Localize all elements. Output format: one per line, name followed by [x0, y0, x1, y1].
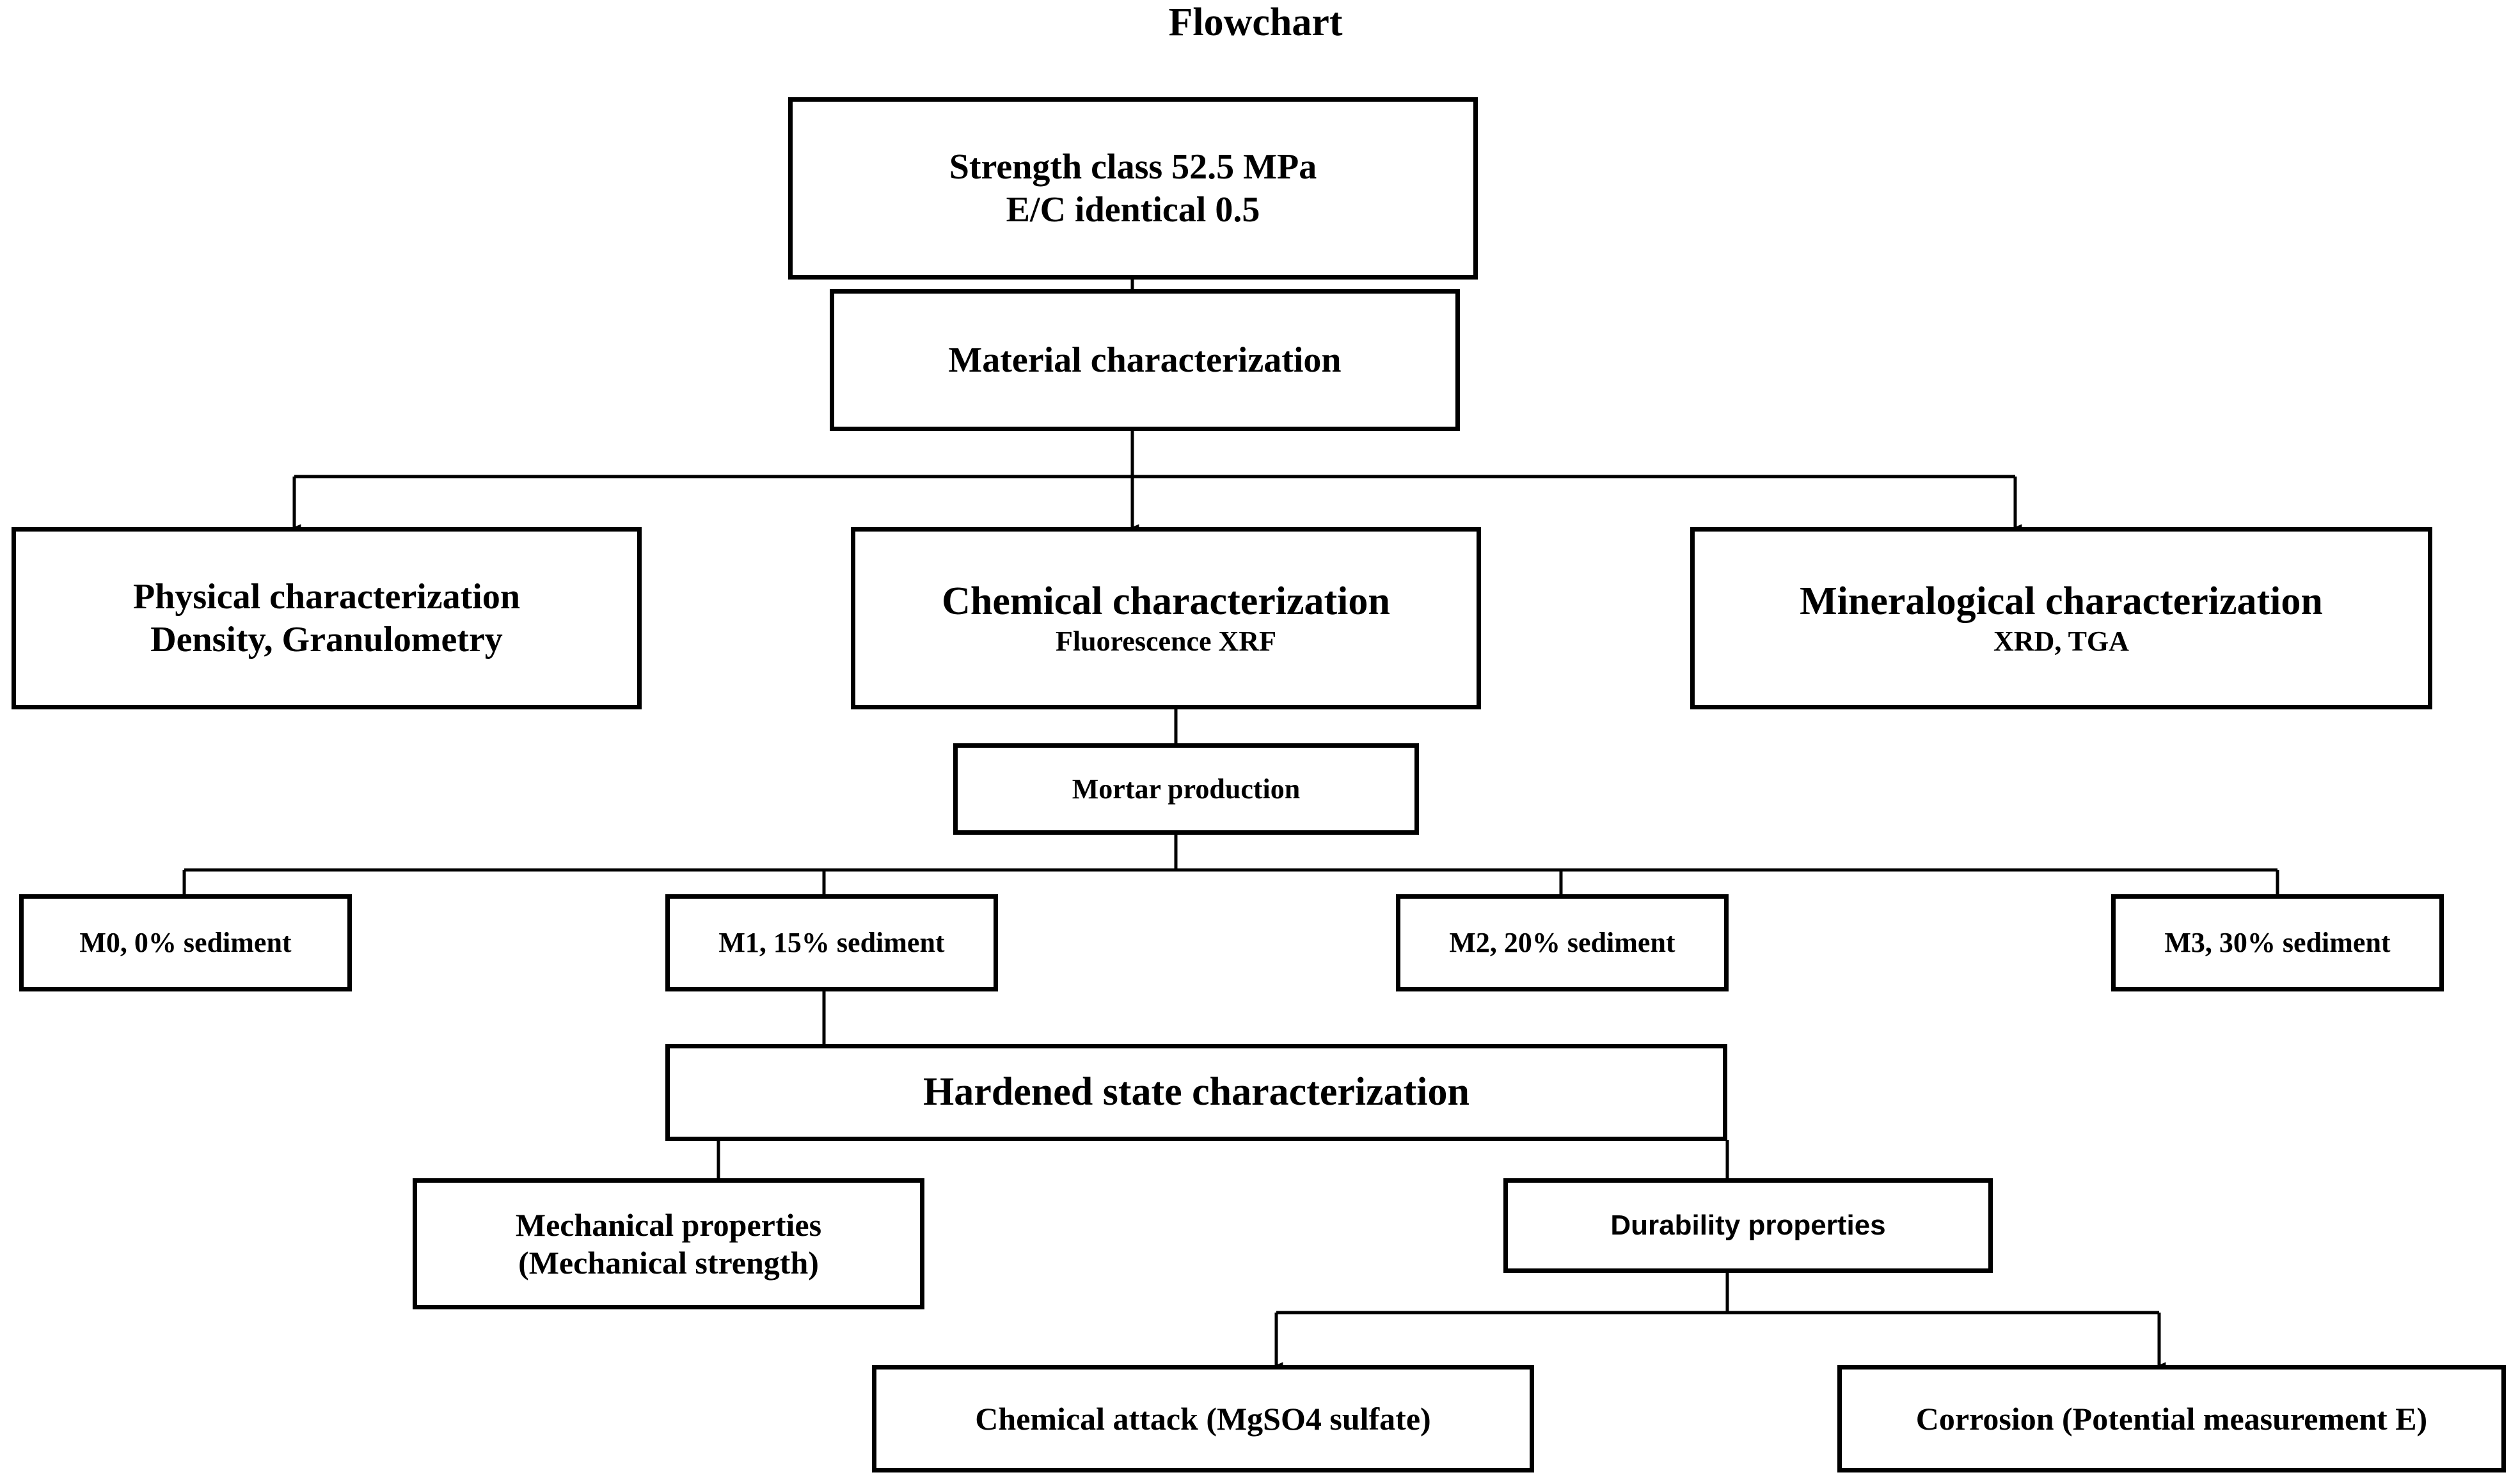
node-m2-line1: M2, 20% sediment — [1449, 927, 1675, 959]
node-chemical-characterization-line2: Fluorescence XRF — [1056, 626, 1276, 658]
node-mineralogical-characterization-line1: Mineralogical characterization — [1800, 579, 2323, 623]
node-hardened-state-characterization[interactable]: Hardened state characterization — [665, 1044, 1727, 1141]
node-m2[interactable]: M2, 20% sediment — [1396, 894, 1729, 991]
node-mineralogical-characterization-line2: XRD, TGA — [1993, 626, 2129, 658]
node-m1[interactable]: M1, 15% sediment — [665, 894, 998, 991]
node-corrosion[interactable]: Corrosion (Potential measurement E) — [1837, 1365, 2506, 1472]
node-corrosion-line1: Corrosion (Potential measurement E) — [1915, 1400, 2428, 1437]
node-strength-class-line2: E/C identical 0.5 — [1006, 189, 1260, 230]
node-mechanical-properties-line2: (Mechanical strength) — [518, 1244, 819, 1281]
node-physical-characterization-line1: Physical characterization — [133, 577, 520, 617]
node-m3-line1: M3, 30% sediment — [2164, 927, 2391, 959]
node-physical-characterization-line2: Density, Granulometry — [150, 619, 503, 659]
page-title: Flowchart — [1168, 1, 1343, 44]
node-mortar-production[interactable]: Mortar production — [953, 743, 1419, 835]
node-chemical-attack[interactable]: Chemical attack (MgSO4 sulfate) — [872, 1365, 1534, 1472]
node-strength-class[interactable]: Strength class 52.5 MPa E/C identical 0.… — [788, 97, 1478, 280]
node-chemical-characterization-line1: Chemical characterization — [942, 579, 1390, 623]
node-strength-class-line1: Strength class 52.5 MPa — [949, 147, 1317, 187]
node-hardened-state-characterization-line1: Hardened state characterization — [923, 1070, 1469, 1114]
node-m0-line1: M0, 0% sediment — [79, 927, 292, 959]
node-m0[interactable]: M0, 0% sediment — [19, 894, 352, 991]
node-mineralogical-characterization[interactable]: Mineralogical characterization XRD, TGA — [1690, 527, 2432, 709]
node-material-characterization-line1: Material characterization — [948, 340, 1342, 380]
node-durability-properties-line1: Durability properties — [1610, 1210, 1886, 1242]
node-chemical-characterization[interactable]: Chemical characterization Fluorescence X… — [851, 527, 1481, 709]
node-m3[interactable]: M3, 30% sediment — [2111, 894, 2444, 991]
node-mechanical-properties-line1: Mechanical properties — [515, 1206, 822, 1243]
node-material-characterization[interactable]: Material characterization — [830, 289, 1460, 431]
node-durability-properties[interactable]: Durability properties — [1503, 1178, 1993, 1273]
node-m1-line1: M1, 15% sediment — [718, 927, 945, 959]
node-mechanical-properties[interactable]: Mechanical properties (Mechanical streng… — [413, 1178, 924, 1309]
node-mortar-production-line1: Mortar production — [1072, 773, 1301, 805]
node-chemical-attack-line1: Chemical attack (MgSO4 sulfate) — [975, 1400, 1431, 1437]
node-physical-characterization[interactable]: Physical characterization Density, Granu… — [12, 527, 642, 709]
